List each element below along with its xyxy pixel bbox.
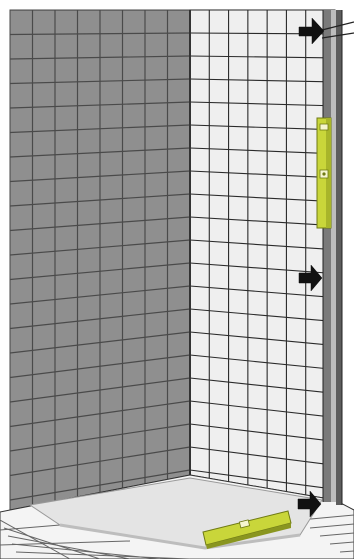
spirit-level-icon <box>317 118 331 228</box>
wall-profile-rail <box>323 10 342 505</box>
left-wall <box>10 10 190 525</box>
right-wall <box>190 10 340 514</box>
